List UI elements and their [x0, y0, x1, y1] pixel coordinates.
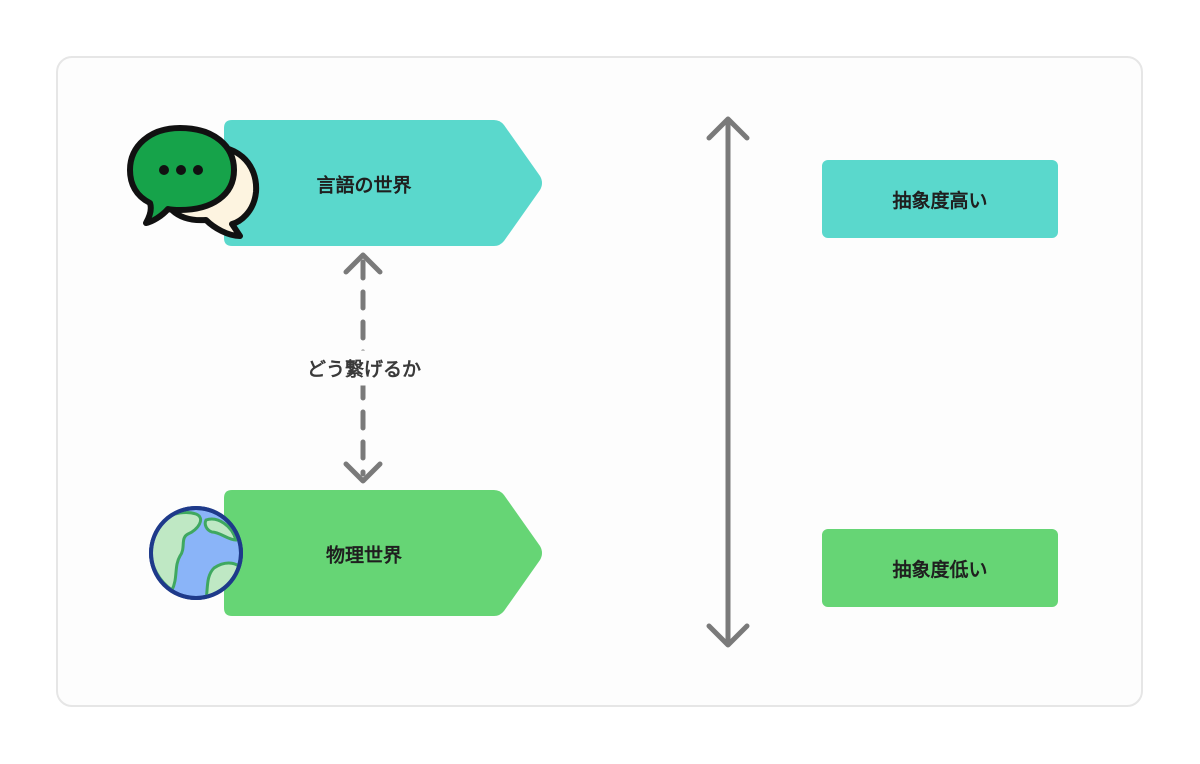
high-abstraction-badge: 抽象度高い [822, 160, 1058, 238]
physical-world-box [224, 490, 542, 616]
language-world-label: 言語の世界 [316, 174, 412, 197]
physical-world-label: 物理世界 [325, 544, 403, 567]
high-abstraction-label: 抽象度高い [892, 189, 988, 212]
connector-label: どう繋げるか [300, 350, 428, 386]
low-abstraction-label: 抽象度低い [892, 558, 988, 581]
speech-bubbles-icon [127, 125, 260, 239]
abstraction-scale-arrow [706, 116, 750, 648]
language-world-box [224, 120, 542, 246]
globe-icon [149, 506, 243, 600]
low-abstraction-badge: 抽象度低い [822, 529, 1058, 607]
